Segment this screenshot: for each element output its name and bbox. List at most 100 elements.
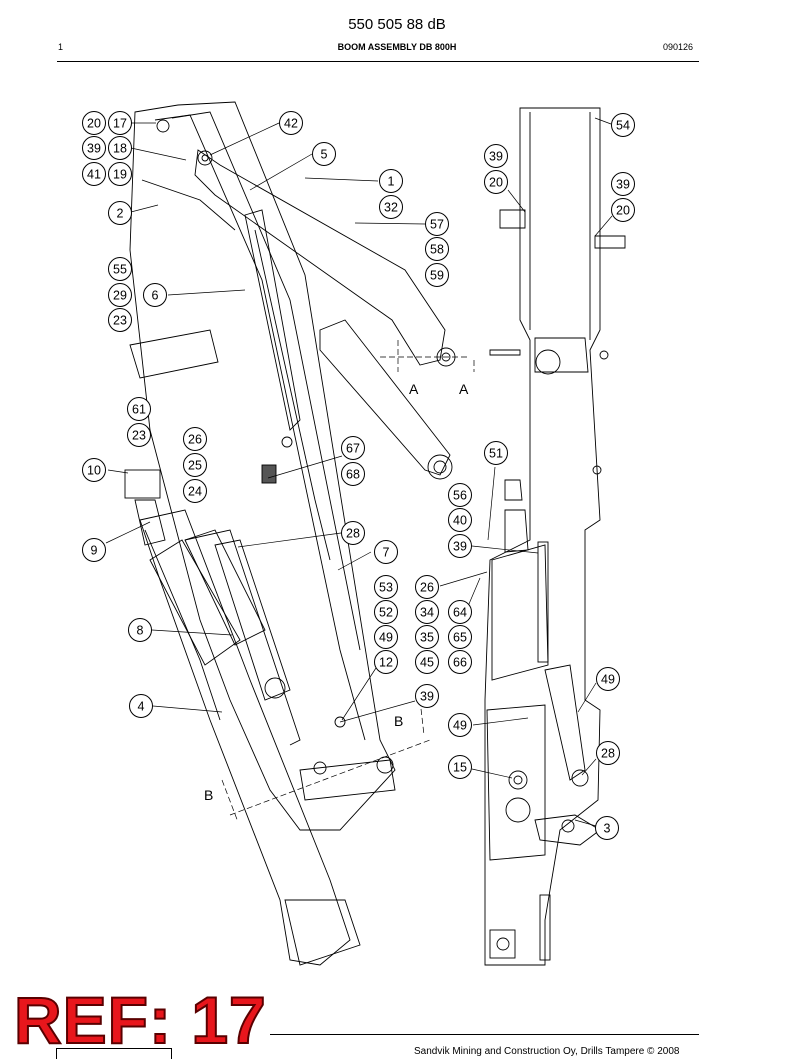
callout-circle — [82, 538, 106, 562]
callout-circle — [127, 423, 151, 447]
callout-number: 40 — [453, 514, 467, 528]
callout-circle — [374, 575, 398, 599]
section-mark-b-left: B — [204, 787, 213, 803]
callout-53: 53 — [374, 575, 398, 599]
callout-number: 28 — [601, 747, 615, 761]
callout-circle — [448, 508, 472, 532]
page-number: 1 — [58, 42, 64, 52]
callout-number: 35 — [420, 631, 434, 645]
callout-56: 56 — [448, 483, 472, 507]
callout-circle — [108, 257, 132, 281]
callout-number: 53 — [379, 581, 393, 595]
callout-41: 41 — [82, 162, 106, 186]
callout-40: 40 — [448, 508, 472, 532]
callout-26: 26 — [183, 427, 207, 451]
section-mark-b-right: B — [394, 713, 403, 729]
callout-number: 12 — [379, 656, 393, 670]
callout-circle — [143, 283, 167, 307]
callout-17: 17 — [108, 111, 132, 135]
callout-number: 3 — [604, 822, 611, 836]
callout-28: 28 — [596, 741, 620, 765]
callout-circle — [183, 479, 207, 503]
callout-number: 49 — [379, 631, 393, 645]
right-boom-view — [484, 107, 626, 966]
callout-number: 49 — [601, 673, 615, 687]
callout-circle — [415, 650, 439, 674]
callout-18: 18 — [108, 136, 132, 160]
callout-number: 8 — [137, 624, 144, 638]
callout-51: 51 — [484, 441, 508, 465]
callout-67: 67 — [341, 436, 365, 460]
callout-circle — [379, 169, 403, 193]
callout-57: 57 — [425, 212, 449, 236]
callout-42: 42 — [279, 111, 303, 135]
footer-copyright: Sandvik Mining and Construction Oy, Dril… — [414, 1046, 680, 1057]
callout-circle — [82, 162, 106, 186]
callout-54: 54 — [611, 113, 635, 137]
callout-39: 39 — [484, 144, 508, 168]
callout-circle — [108, 136, 132, 160]
callout-6: 6 — [143, 283, 167, 307]
callout-number: 66 — [453, 656, 467, 670]
callout-59: 59 — [425, 263, 449, 287]
callout-circle — [448, 713, 472, 737]
callout-26: 26 — [415, 575, 439, 599]
callout-19: 19 — [108, 162, 132, 186]
callout-number: 42 — [284, 117, 298, 131]
callout-number: 67 — [346, 442, 360, 456]
callout-49: 49 — [596, 667, 620, 691]
callout-28: 28 — [341, 521, 365, 545]
callout-12: 12 — [374, 650, 398, 674]
callout-circle — [448, 625, 472, 649]
callout-number: 15 — [453, 761, 467, 775]
callout-20: 20 — [82, 111, 106, 135]
callout-circle — [312, 142, 336, 166]
callout-2: 2 — [108, 201, 132, 225]
callout-58: 58 — [425, 237, 449, 261]
callout-number: 59 — [430, 269, 444, 283]
callout-circle — [611, 113, 635, 137]
callout-number: 39 — [616, 178, 630, 192]
callout-10: 10 — [82, 458, 106, 482]
callout-number: 55 — [113, 263, 127, 277]
callout-circle — [108, 308, 132, 332]
callout-number: 19 — [113, 168, 127, 182]
section-labels: A A B B — [204, 381, 469, 803]
callout-circle — [484, 170, 508, 194]
callout-number: 29 — [113, 289, 127, 303]
callout-circle — [448, 534, 472, 558]
left-boom-view — [124, 101, 456, 966]
callout-circle — [415, 625, 439, 649]
callout-64: 64 — [448, 600, 472, 624]
doc-code: 090126 — [663, 42, 694, 52]
callout-circle — [425, 212, 449, 236]
callout-number: 20 — [616, 204, 630, 218]
callout-circle — [82, 136, 106, 160]
callout-circle — [82, 111, 106, 135]
callout-39: 39 — [611, 172, 635, 196]
callout-34: 34 — [415, 600, 439, 624]
callout-circle — [108, 111, 132, 135]
callout-number: 54 — [616, 119, 630, 133]
callout-circle — [108, 201, 132, 225]
callout-circle — [82, 458, 106, 482]
callout-9: 9 — [82, 538, 106, 562]
callout-4: 4 — [129, 694, 153, 718]
callout-15: 15 — [448, 755, 472, 779]
callout-number: 65 — [453, 631, 467, 645]
callout-circle — [425, 237, 449, 261]
header-rule — [57, 61, 699, 62]
callout-circle — [484, 441, 508, 465]
company-logo-box — [56, 1048, 172, 1059]
callout-number: 51 — [489, 447, 503, 461]
callout-number: 25 — [188, 459, 202, 473]
callout-number: 23 — [132, 429, 146, 443]
callout-65: 65 — [448, 625, 472, 649]
callout-39: 39 — [448, 534, 472, 558]
callout-number: 68 — [346, 468, 360, 482]
callout-35: 35 — [415, 625, 439, 649]
callout-circle — [341, 521, 365, 545]
callout-circle — [108, 162, 132, 186]
callout-number: 4 — [138, 700, 145, 714]
